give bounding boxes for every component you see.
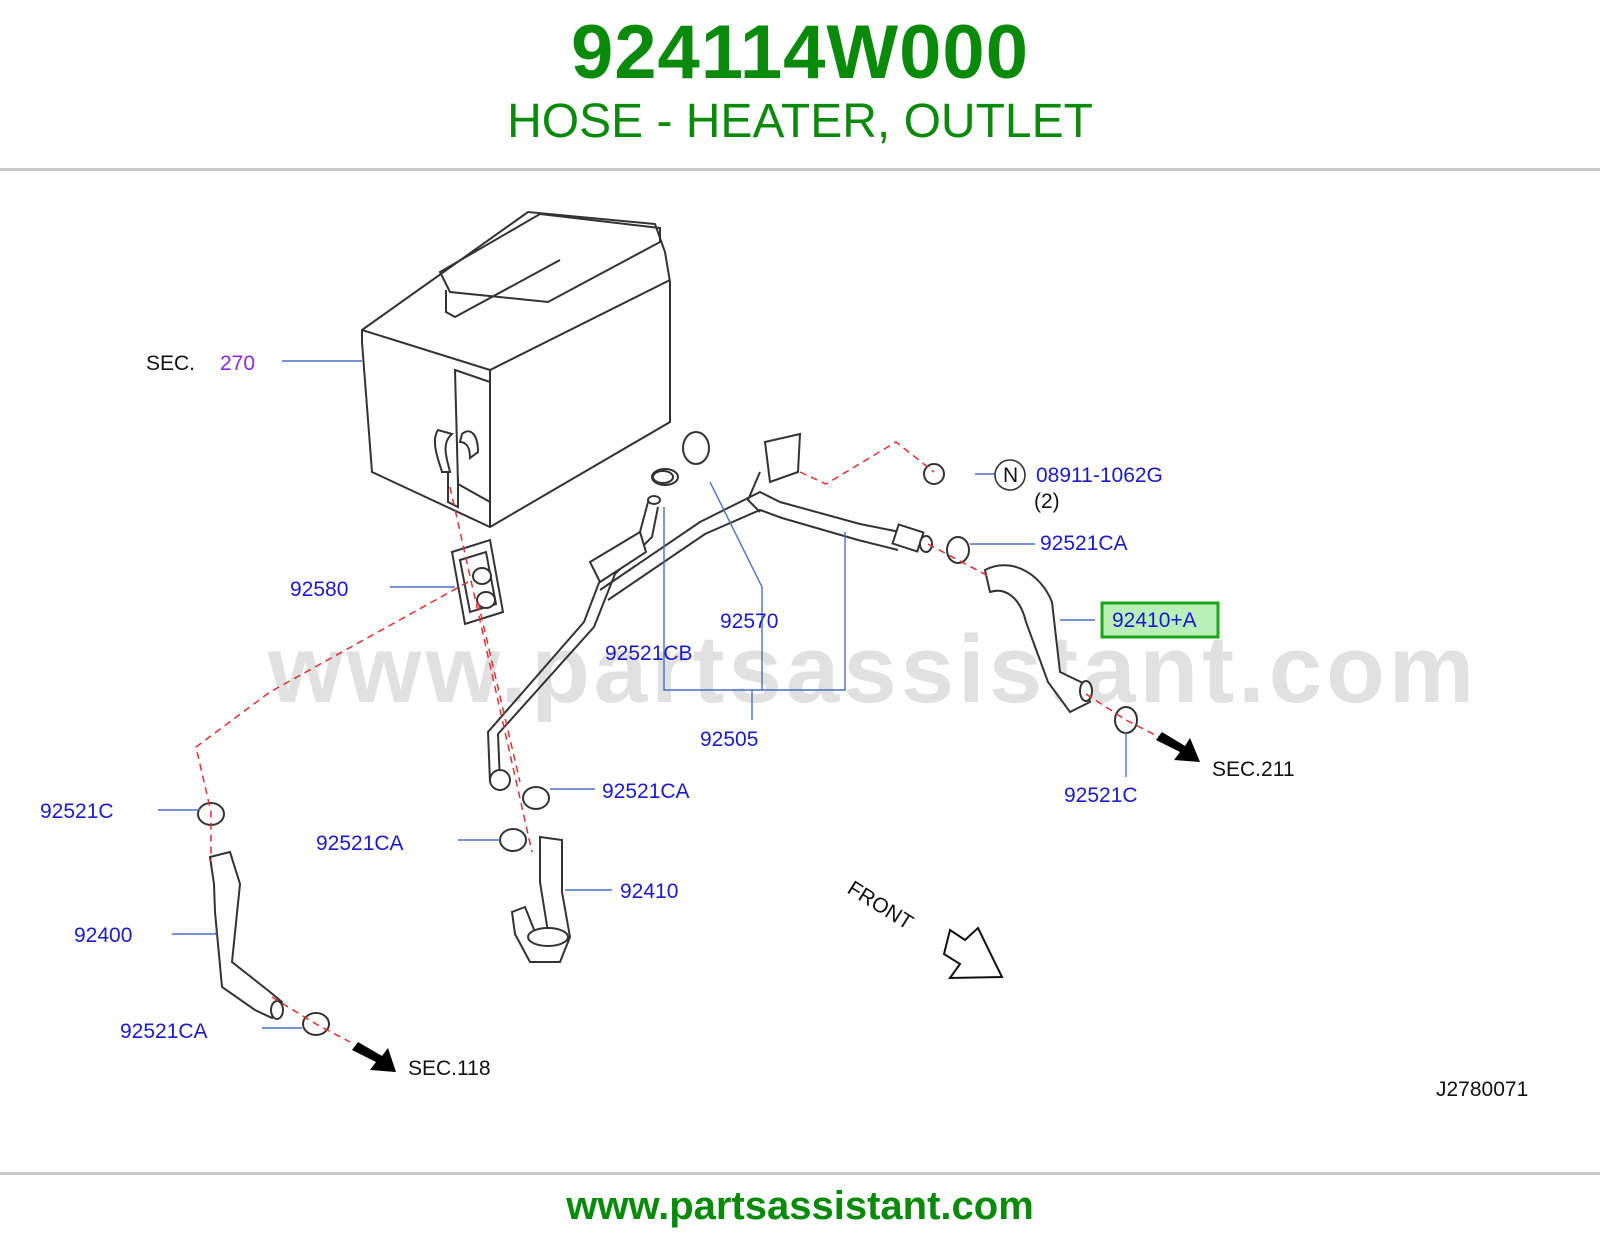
part-label-92410[interactable]: 92410 [620,880,678,903]
parts-diagram: www.partsassistant.com [0,172,1600,1168]
part-label-08911-1062g[interactable]: 08911-1062G [1036,464,1163,487]
part-label-92521ca-left[interactable]: 92521CA [316,832,404,855]
part-label-92400[interactable]: 92400 [74,924,132,947]
hose-92410-a-illustration [983,564,1093,714]
header-divider [0,168,1600,171]
drawing-id: J2780071 [1436,1078,1528,1101]
hose-92410-illustration [510,835,572,963]
part-label-92521cb[interactable]: 92521CB [605,642,693,665]
part-label-92521ca-top[interactable]: 92521CA [1040,532,1128,555]
part-label-92505[interactable]: 92505 [700,728,758,751]
bolt-quantity: (2) [1034,490,1060,513]
grommet-illustration [450,538,505,626]
pipe-assembly-illustration [486,431,933,783]
direction-arrows [352,732,1200,1072]
part-label-92570[interactable]: 92570 [720,610,778,633]
page-header: 924114W000 HOSE - HEATER, OUTLET [0,0,1600,168]
part-label-92580[interactable]: 92580 [290,578,348,601]
sec-118-label[interactable]: SEC.118 [408,1057,491,1080]
heater-unit-illustration [361,210,671,529]
diagram-canvas: www.partsassistant.com [40,210,1528,1101]
front-label: FRONT [843,877,917,935]
part-label-92521ca-bottom[interactable]: 92521CA [120,1020,208,1043]
front-arrow-icon [942,926,1004,980]
part-number-title: 924114W000 [571,10,1029,95]
n-symbol: N [1003,464,1018,487]
assembly-dash-lines [195,441,1166,1043]
part-label-92521c-left[interactable]: 92521C [40,800,114,823]
footer-url-link[interactable]: www.partsassistant.com [566,1184,1034,1228]
hose-clamps-illustration [197,463,1138,1036]
sec-270-link[interactable]: 270 [220,352,255,375]
sec-label: SEC. [146,352,195,375]
highlight-box [1100,601,1220,639]
part-label-92410-a[interactable]: 92410+A [1112,609,1197,632]
sec-211-label[interactable]: SEC.211 [1212,758,1295,781]
hose-92400-illustration [208,850,284,1020]
part-label-92521c-right[interactable]: 92521C [1064,784,1138,807]
watermark-text: www.partsassistant.com [267,616,1478,723]
leader-lines [158,360,1127,1029]
part-label-92521ca-mid[interactable]: 92521CA [602,780,690,803]
part-name-subtitle: HOSE - HEATER, OUTLET [507,95,1093,148]
footer-divider [0,1172,1600,1175]
n-symbol-circle [994,459,1026,491]
